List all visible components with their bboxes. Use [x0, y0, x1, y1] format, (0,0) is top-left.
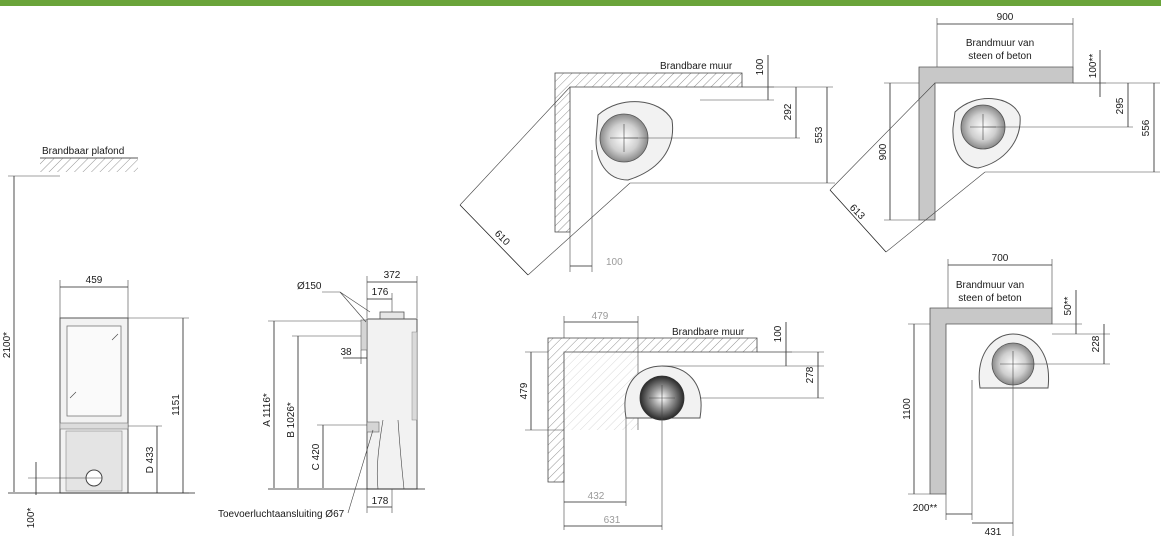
wall-combustible: 479 Brandbare muur 100 278 479 432 631 — [519, 311, 824, 530]
glass-reflex-1 — [111, 333, 119, 341]
wall1-b2-label: 631 — [604, 515, 621, 526]
wall2-wall — [929, 307, 1053, 495]
corner1-diag-ext-2 — [527, 182, 631, 276]
wall-stone: 700 Brandmuur van steen of beton 50** 22… — [902, 253, 1110, 538]
corner1-diag-dim — [459, 204, 529, 276]
side-leg-curve-2 — [397, 419, 405, 490]
front-height-label: 1151 — [171, 394, 182, 416]
air-intake-port — [366, 421, 380, 433]
front-ash-lip — [59, 422, 129, 430]
a-label: A 1116* — [262, 393, 273, 427]
side-width-label: 372 — [384, 270, 401, 281]
wall1-gap-label: 100 — [773, 325, 784, 342]
front-view: Brandbaar plafond 2100* 459 1151 D 433 1… — [2, 146, 195, 528]
intake-leader — [347, 429, 374, 514]
ceiling-hatch — [40, 158, 138, 172]
total-height-label: 2100* — [2, 332, 13, 358]
wall1-b1-label: 432 — [588, 491, 605, 502]
corner1-gap-label: 100 — [755, 58, 766, 75]
flue-leader-2 — [339, 291, 371, 313]
wall2-d1-label: 228 — [1091, 335, 1102, 352]
wall1-side-label: 479 — [519, 382, 530, 399]
b-label: B 1026* — [286, 402, 297, 438]
wall2-wall-label-1: Brandmuur van — [956, 280, 1024, 291]
corner2-diag-ext-2 — [885, 171, 986, 253]
wall2-left-label: 200** — [913, 503, 938, 514]
glass-reflex-2 — [69, 391, 77, 399]
corner1-bottom-label: 100 — [606, 257, 623, 268]
corner2-side-label: 900 — [878, 143, 889, 160]
accent-bar — [0, 0, 1161, 6]
c-label: C 420 — [311, 443, 322, 470]
side-view: 372 176 Ø150 38 A 1116* B 1026* — [218, 270, 425, 520]
intake-label: Toevoerluchtaansluiting Ø67 — [218, 509, 345, 520]
corner1-diag-label: 610 — [492, 228, 512, 248]
corner2-diag-ext-1 — [829, 82, 936, 191]
wall2-gap-label: 50** — [1063, 296, 1074, 315]
corner1-d2-label: 553 — [814, 126, 825, 143]
corner2-gap-label: 100** — [1088, 54, 1099, 79]
corner2-diag-label: 613 — [847, 202, 867, 222]
front-width-label: 459 — [86, 275, 103, 286]
wall2-bottom-label: 431 — [985, 527, 1002, 538]
corner2-top-label: 900 — [997, 12, 1014, 23]
bottom-label: 100* — [26, 508, 37, 529]
flue-diameter-label: Ø150 — [297, 281, 322, 292]
side-door-edge — [411, 331, 418, 421]
base-label: 178 — [372, 496, 389, 507]
wall2-top-label: 700 — [992, 253, 1009, 264]
wall2-side-label: 1100 — [902, 398, 913, 420]
corner1-diag-ext-1 — [459, 86, 571, 206]
flue-offset-label: 176 — [372, 287, 389, 298]
rear-label: 38 — [340, 347, 352, 358]
corner2-diag-dim — [829, 189, 887, 253]
wall1-protection-zone — [564, 352, 638, 430]
corner-stone: 900 Brandmuur van steen of beton 100** 2… — [829, 12, 1160, 253]
wall1-d1-label: 278 — [805, 366, 816, 383]
corner2-d1-label: 295 — [1115, 97, 1126, 114]
ceiling-label: Brandbaar plafond — [42, 146, 124, 157]
side-stove-body — [366, 318, 418, 490]
flue-leader-1 — [339, 291, 367, 323]
wall1-wall-label: Brandbare muur — [672, 327, 745, 338]
corner1-d1-label: 292 — [783, 103, 794, 120]
d-label: D 433 — [145, 446, 156, 473]
corner2-wall-label-1: Brandmuur van — [966, 38, 1034, 49]
rear-flue-outlet — [360, 319, 368, 351]
front-glass-door — [66, 325, 122, 417]
corner2-wall-label-2: steen of beton — [968, 51, 1031, 62]
flue-collar — [379, 311, 405, 320]
wall2-wall-label-2: steen of beton — [958, 293, 1021, 304]
corner1-wall-label: Brandbare muur — [660, 61, 733, 72]
corner2-d2-label: 556 — [1141, 119, 1152, 136]
wall1-top-label: 479 — [592, 311, 609, 322]
corner-combustible: Brandbare muur 100 292 553 610 100 — [459, 55, 835, 276]
side-leg-curve — [376, 419, 384, 490]
